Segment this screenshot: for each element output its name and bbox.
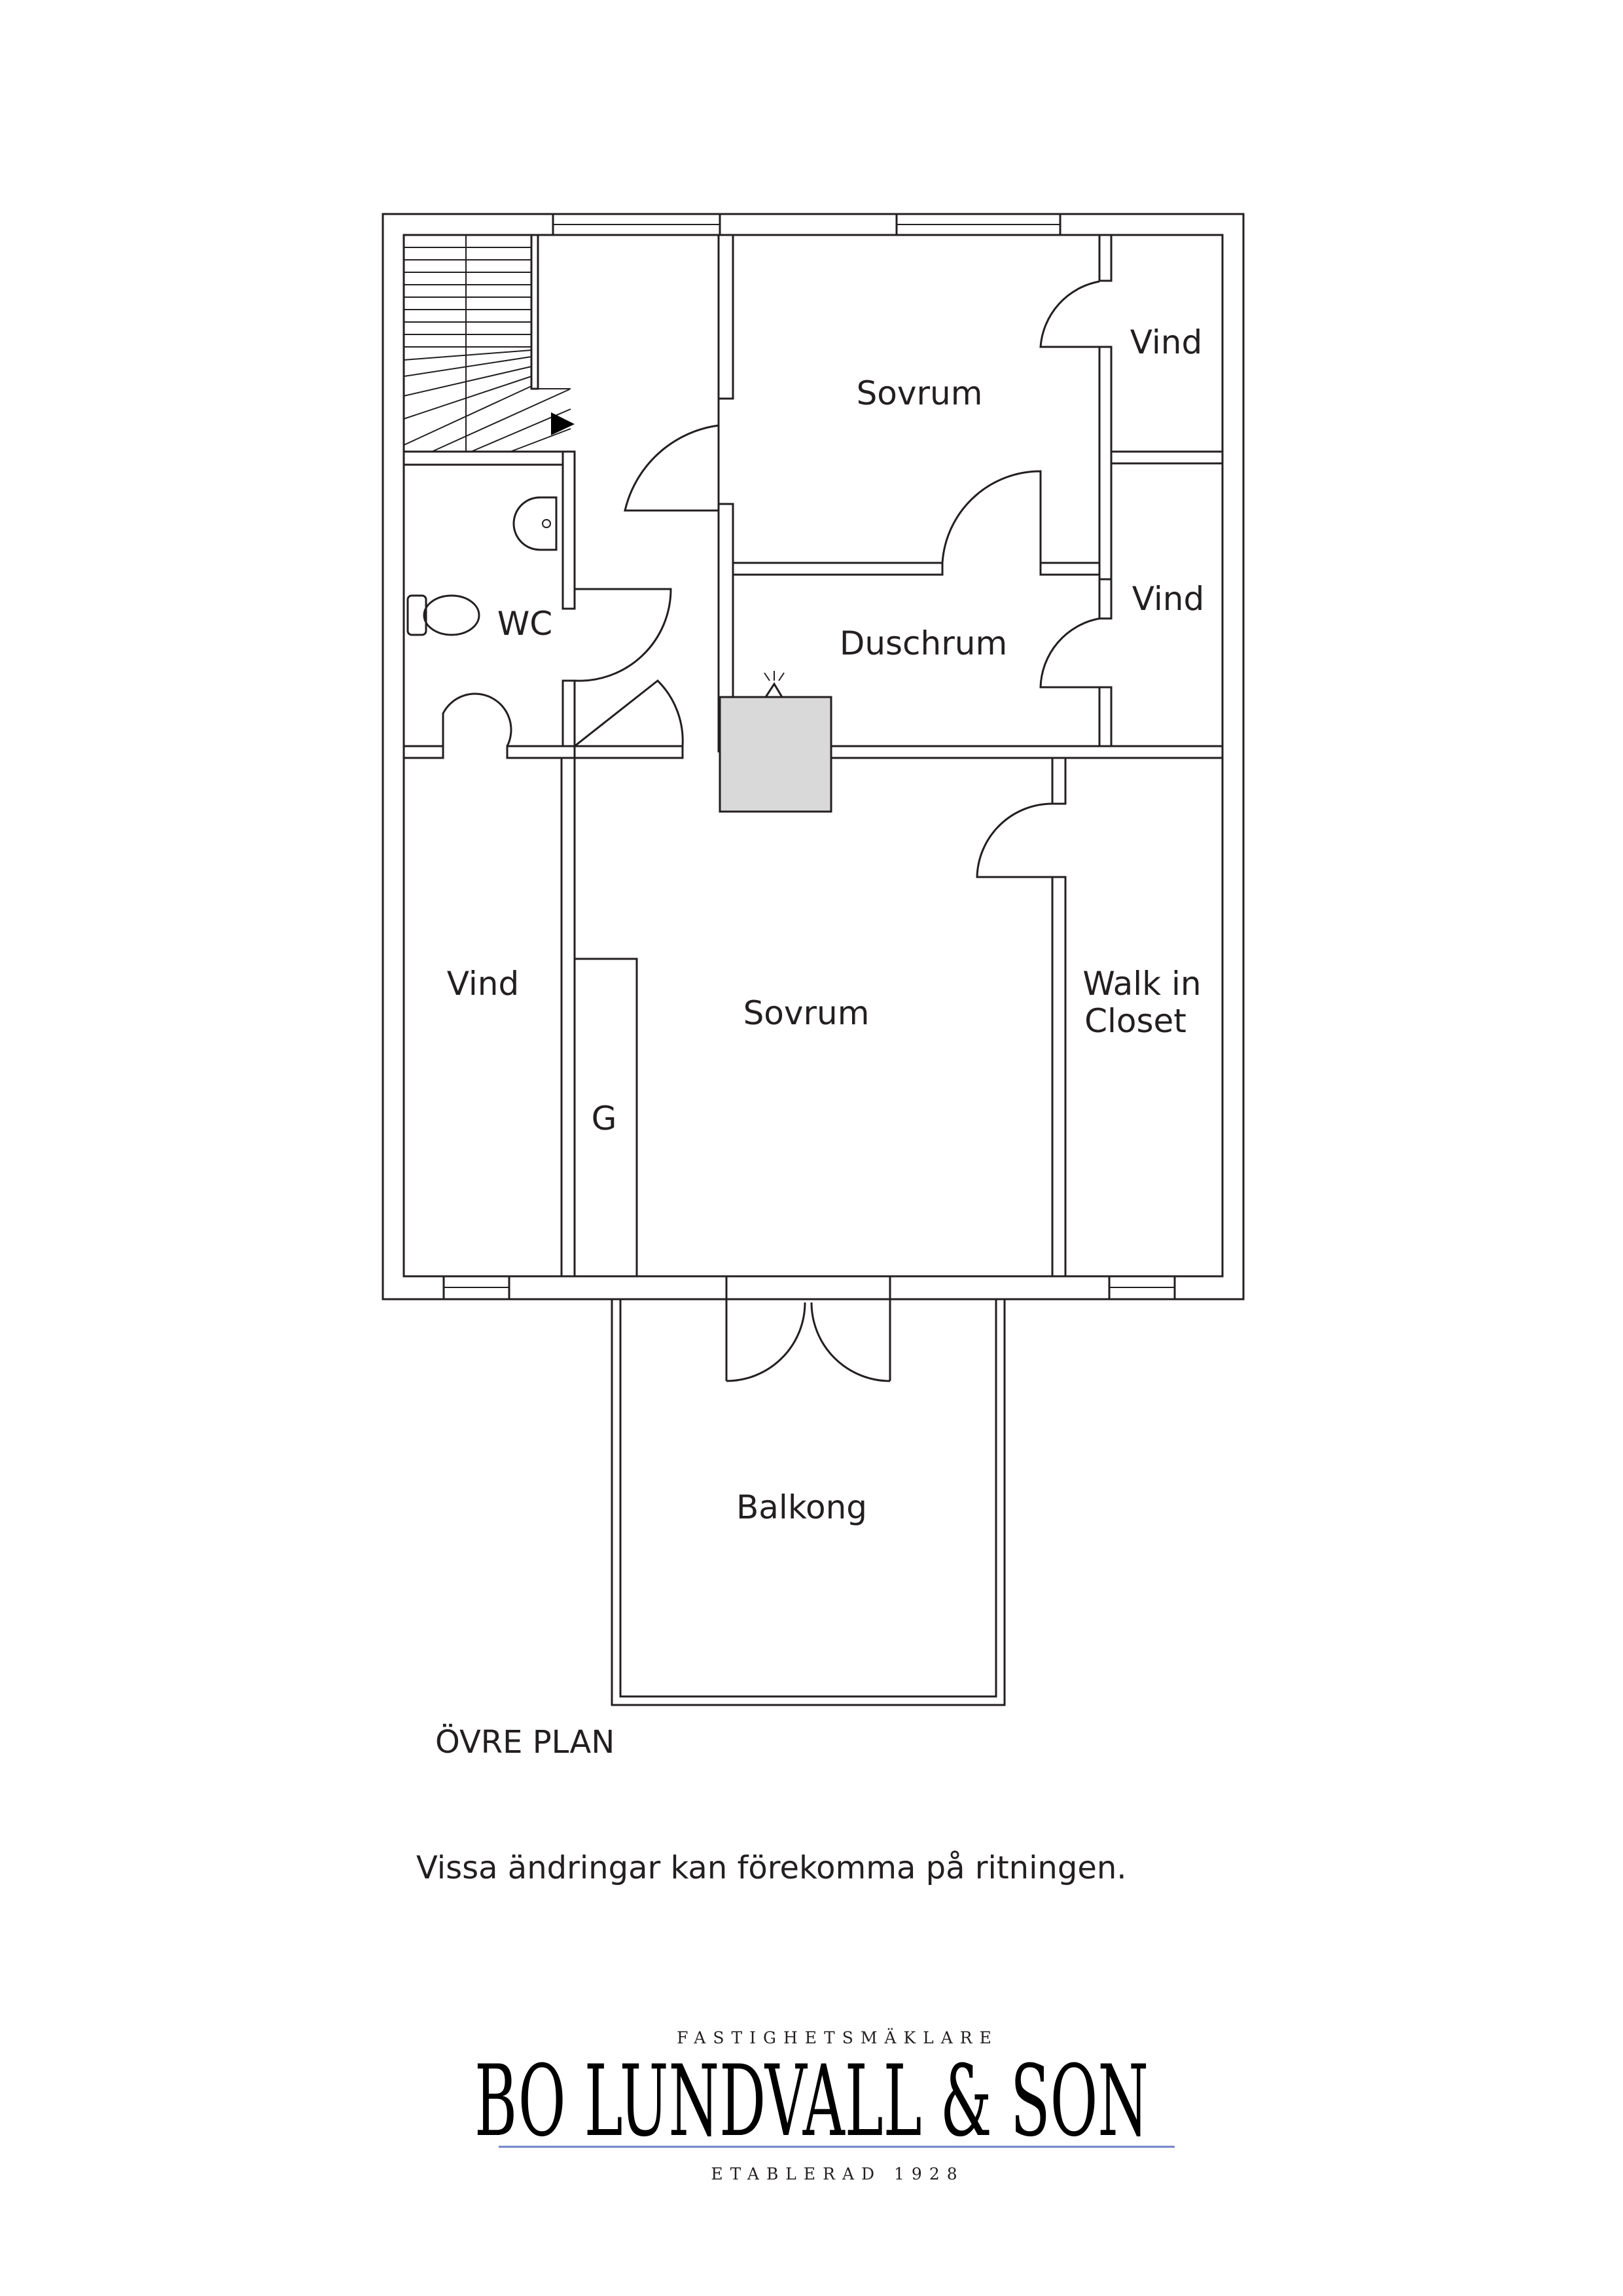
doors (442, 280, 1100, 1382)
room-label-vind-mid: Vind (1132, 580, 1204, 618)
room-label-walk-in-line1: Walk in (1082, 965, 1201, 1003)
room-label-balkong: Balkong (736, 1488, 867, 1526)
staircase (403, 235, 575, 452)
room-labels: Sovrum Vind Vind Duschrum WC Vind Sovrum… (447, 323, 1204, 1526)
windows (442, 213, 1176, 1300)
light-fixture-icon (764, 671, 785, 698)
room-label-sovrum-main: Sovrum (743, 994, 870, 1032)
room-label-vind-top: Vind (1130, 323, 1202, 361)
room-label-wc: WC (497, 605, 552, 643)
room-label-vind-left: Vind (447, 965, 519, 1003)
logo-established: ETABLERAD 1928 (711, 2164, 964, 2183)
room-label-duschrum: Duschrum (840, 624, 1007, 662)
room-label-walk-in-line2: Closet (1084, 1002, 1186, 1040)
disclaimer-text: Vissa ändringar kan förekomma på ritning… (416, 1850, 1127, 1886)
company-logo: FASTIGHETSMÄKLARE BO LUNDVALL & SON ETAB… (474, 2028, 1175, 2183)
room-label-g: G (592, 1100, 617, 1138)
balcony (611, 1299, 1006, 1706)
stair-direction-arrow-icon (551, 412, 575, 435)
room-label-sovrum-upper: Sovrum (857, 374, 983, 412)
floor-label: ÖVRE PLAN (435, 1724, 615, 1761)
logo-name: BO LUNDVALL & SON (474, 2045, 1149, 2159)
toilet-icon (406, 594, 480, 636)
fixtures (406, 496, 785, 698)
logo-tagline: FASTIGHETSMÄKLARE (677, 2028, 999, 2047)
interior-walls (402, 234, 1224, 1278)
sink-icon (512, 496, 558, 551)
